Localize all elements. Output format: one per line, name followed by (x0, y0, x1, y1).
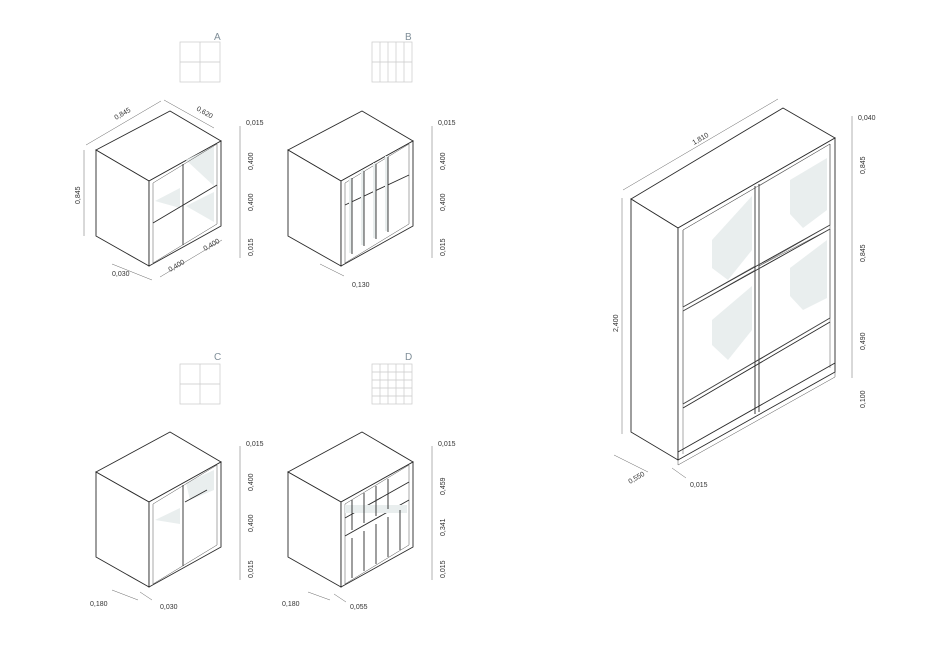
module-d: D (282, 352, 456, 611)
module-b-letter: B (405, 32, 412, 43)
module-c-cube (95, 431, 222, 588)
module-c-lower-label: 0,400 (248, 514, 255, 532)
module-a-front-width-2-label: 0,400 (203, 238, 222, 253)
module-b-bottom-label: 0,015 (440, 238, 447, 256)
module-a-bottom-label: 0,015 (248, 238, 255, 256)
module-d-cube (287, 431, 414, 588)
assembly-middle-label: 0,845 (860, 244, 867, 262)
assembly-dimensions (613, 98, 853, 479)
assembly-drawer-label: 0,490 (860, 332, 867, 350)
module-b-cube (287, 110, 414, 267)
module-b-upper-label: 0,400 (440, 152, 447, 170)
module-b: B (287, 32, 456, 289)
module-c: C 0,015 0,400 0,400 0,015 0,180 (90, 352, 264, 611)
module-c-dimensions (111, 446, 241, 601)
module-a-offset-label: 0,030 (112, 271, 130, 278)
module-c-letter: C (214, 352, 221, 363)
assembly-depth-label: 0,550 (628, 471, 647, 486)
module-a-letter: A (214, 32, 221, 43)
module-a-depth-label: 0,620 (195, 106, 214, 121)
assembly-upper-label: 0,845 (860, 156, 867, 174)
module-a-upper-label: 0,400 (248, 152, 255, 170)
module-b-lower-label: 0,400 (440, 193, 447, 211)
module-c-offset-right-label: 0,030 (160, 604, 178, 611)
module-b-offset-label: 0,130 (352, 282, 370, 289)
module-d-letter: D (405, 352, 412, 363)
module-a-dimensions (83, 99, 241, 281)
module-a-lower-label: 0,400 (248, 193, 255, 211)
module-d-top-label: 0,015 (438, 441, 456, 448)
module-b-dimensions (319, 126, 433, 277)
module-c-offset-left-label: 0,180 (90, 601, 108, 608)
module-d-plan-icon (371, 363, 413, 405)
module-c-top-label: 0,015 (246, 441, 264, 448)
module-d-lower-label: 0,341 (440, 518, 447, 536)
module-b-plan-icon (371, 41, 413, 83)
assembly-plinth-gap-label: 0,015 (690, 482, 708, 489)
module-a-top-label: 0,015 (246, 120, 264, 127)
module-a: A 0,845 0,620 (75, 32, 264, 281)
assembly: 1,810 2,400 0,550 0,015 0,040 0,845 0,84… (613, 98, 876, 489)
module-d-offset-right-label: 0,055 (350, 604, 368, 611)
module-c-bottom-label: 0,015 (248, 560, 255, 578)
module-d-dimensions (307, 446, 433, 603)
module-d-offset-left-label: 0,180 (282, 601, 300, 608)
module-d-bottom-label: 0,015 (440, 560, 447, 578)
module-a-front-width-1-label: 0,400 (168, 259, 187, 274)
module-c-plan-icon (179, 363, 221, 405)
module-c-upper-label: 0,400 (248, 473, 255, 491)
module-b-top-label: 0,015 (438, 120, 456, 127)
module-a-height-label: 0,845 (75, 186, 82, 204)
module-d-upper-label: 0,459 (440, 477, 447, 495)
assembly-cabinet (630, 107, 836, 466)
module-a-plan-icon (179, 41, 221, 83)
assembly-plinth-label: 0,100 (860, 390, 867, 408)
assembly-height-label: 2,400 (613, 314, 620, 332)
assembly-top-label: 0,040 (858, 115, 876, 122)
module-a-cube (95, 110, 222, 267)
